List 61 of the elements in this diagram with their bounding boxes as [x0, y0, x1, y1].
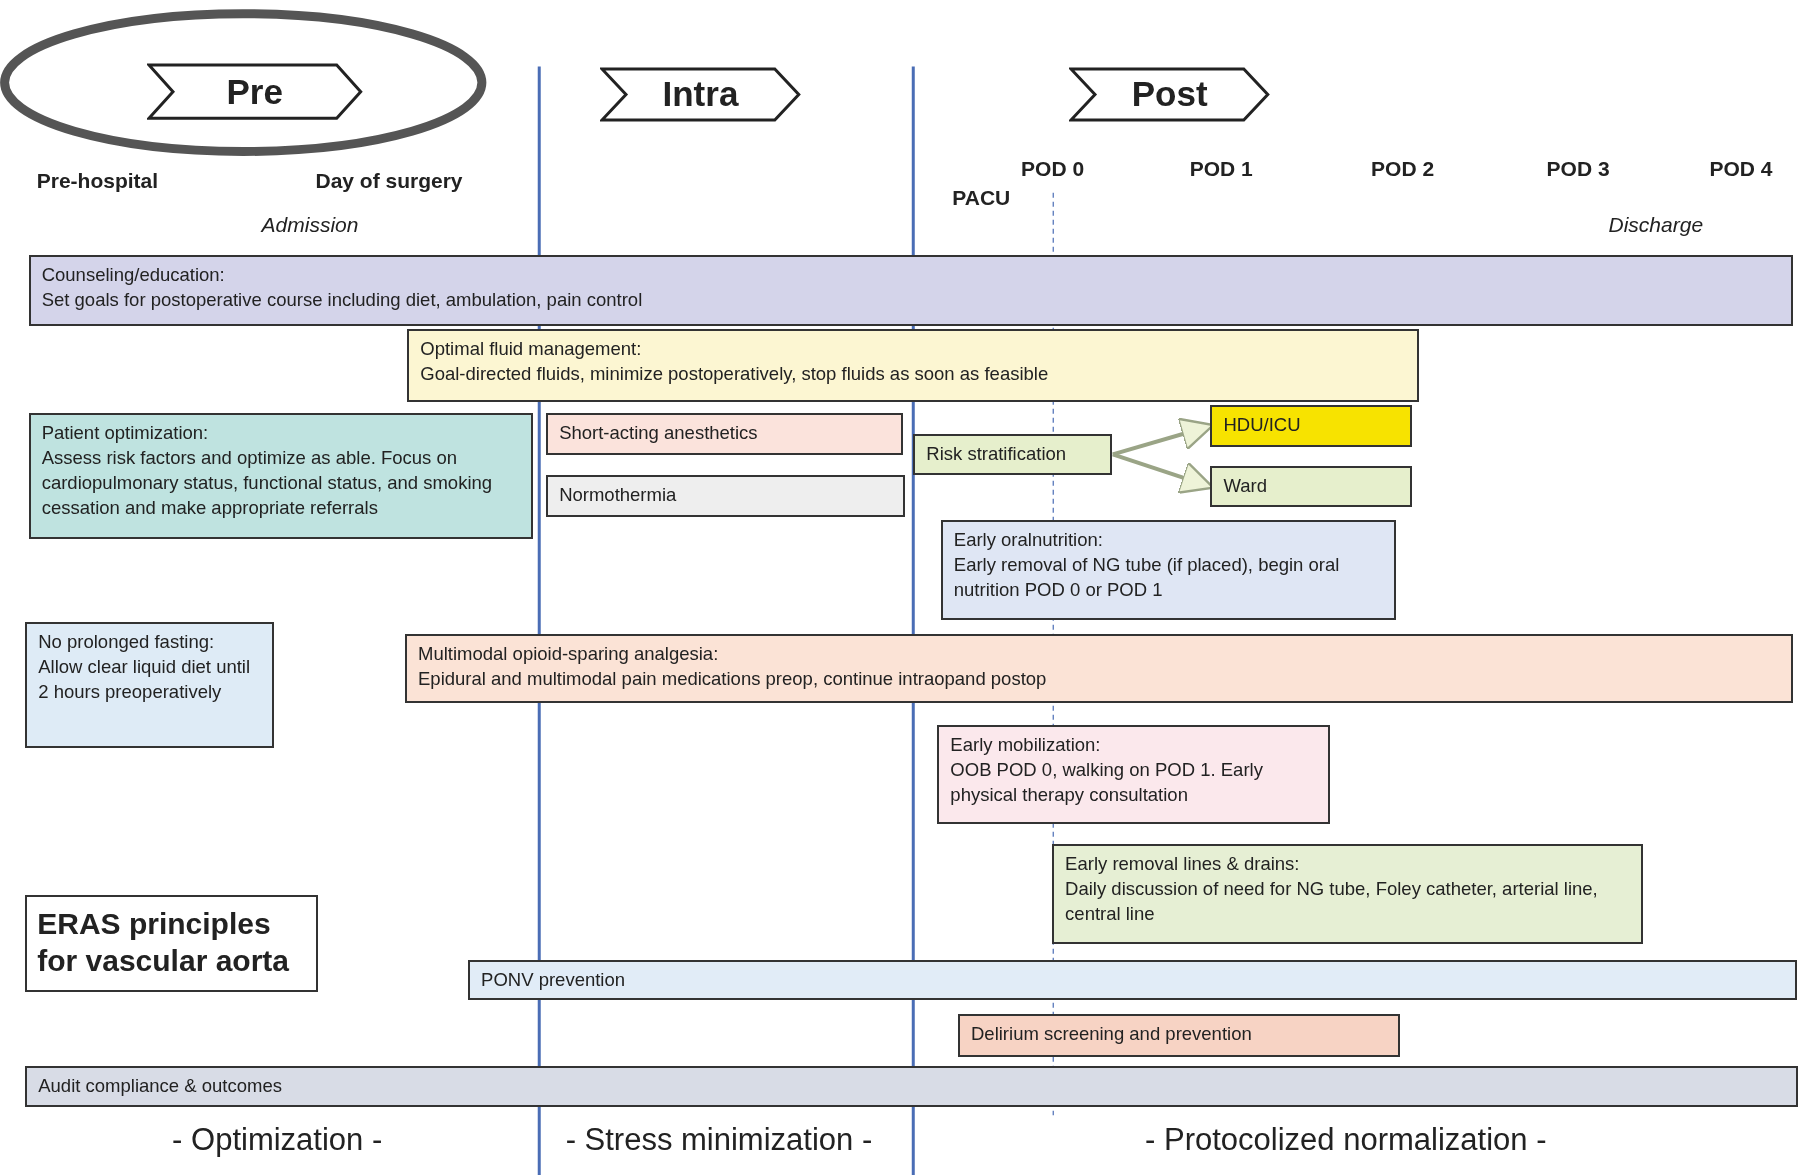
bar-text: Ward: [1223, 473, 1268, 498]
bar-text: Delirium screening and prevention: [971, 1022, 1253, 1047]
time-label: POD 0: [1021, 157, 1085, 182]
bar-text: Goal-directed fluids, minimize postoperatively, stop fluids as soon as feasible: [420, 362, 1050, 387]
bar-heading: Counseling/education:: [41, 262, 226, 287]
time-label: PACU: [952, 185, 1011, 210]
timeline-bar: [1052, 844, 1643, 945]
bar-heading: Multimodal opioid-sparing analgesia:: [418, 642, 720, 667]
timeline-bar: [940, 519, 1397, 620]
box-label: ERAS principles for vascular aorta: [37, 905, 290, 980]
time-label: Day of surgery: [315, 168, 463, 193]
phase-label: Intra: [662, 73, 739, 116]
bar-text: Daily discussion of need for NG tube, Foley catheter, arterial line, central line: [1065, 877, 1599, 927]
phase-label: Post: [1131, 73, 1208, 116]
bar-text: Normothermia: [559, 483, 678, 507]
time-label: POD 2: [1371, 157, 1435, 182]
bar-text: Short-acting anesthetics: [559, 421, 759, 446]
time-label: Pre-hospital: [36, 168, 159, 193]
phase-chevron: [1069, 66, 1271, 122]
timeline-bar: [468, 960, 1797, 1001]
milestone-label: Discharge: [1608, 213, 1704, 238]
timeline-bar: [937, 725, 1330, 824]
timeline-bar: [1210, 465, 1413, 508]
bar-text: Early removal of NG tube (if placed), begin oral nutrition POD 0 or POD 1: [953, 552, 1341, 602]
time-label: POD 4: [1709, 157, 1773, 182]
timeline-bar: [913, 433, 1112, 475]
time-label: POD 3: [1546, 157, 1610, 182]
bar-heading: Optimal fluid management:: [420, 337, 643, 362]
timeline-bar: [546, 475, 906, 518]
timeline-bar: [405, 634, 1794, 704]
phase-goal: - Optimization -: [172, 1122, 383, 1159]
bar-text: Assess risk factors and optimize as able. Focus on cardiopulmonary status, functional status, and smoking cessation and make appropriate referrals: [41, 446, 494, 520]
timeline-bar: [546, 413, 903, 456]
bar-heading: No prolonged fasting:: [38, 629, 216, 654]
bar-heading: Early mobilization:: [950, 733, 1102, 758]
phase-goal: - Stress minimization -: [565, 1122, 873, 1159]
timeline-bar: [25, 621, 275, 749]
bar-text: Allow clear liquid diet until 2 hours preoperatively: [38, 654, 252, 704]
bar-heading: Early oralnutrition:: [953, 527, 1104, 552]
timeline-bar: [25, 1065, 1798, 1108]
bar-heading: Early removal lines & drains:: [1065, 852, 1301, 877]
timeline-bar: [28, 413, 534, 540]
timeline-bar: [958, 1014, 1400, 1057]
phase-chevron: [600, 66, 801, 122]
title-box: [25, 894, 318, 993]
phase-chevron: [146, 63, 363, 121]
phase-goal: - Protocolized normalization -: [1145, 1122, 1547, 1159]
bar-heading: Patient optimization:: [41, 421, 210, 446]
time-label: POD 1: [1189, 157, 1253, 182]
timeline-bar: [1210, 405, 1413, 448]
milestone-label: Admission: [261, 213, 359, 238]
bar-text: Risk stratification: [926, 441, 1068, 466]
bar-text: HDU/ICU: [1223, 413, 1302, 437]
bar-text: Epidural and multimodal pain medications preop, continue intraopand postop: [418, 667, 1048, 692]
phase-label: Pre: [226, 71, 283, 114]
timeline-bar: [407, 329, 1420, 402]
bar-text: Set goals for postoperative course including diet, ambulation, pain control: [41, 287, 644, 312]
bar-text: OOB POD 0, walking on POD 1. Early physical therapy consultation: [950, 758, 1264, 808]
bar-text: PONV prevention: [481, 968, 627, 993]
timeline-bar: [28, 254, 1794, 326]
bar-text: Audit compliance & outcomes: [38, 1073, 283, 1098]
